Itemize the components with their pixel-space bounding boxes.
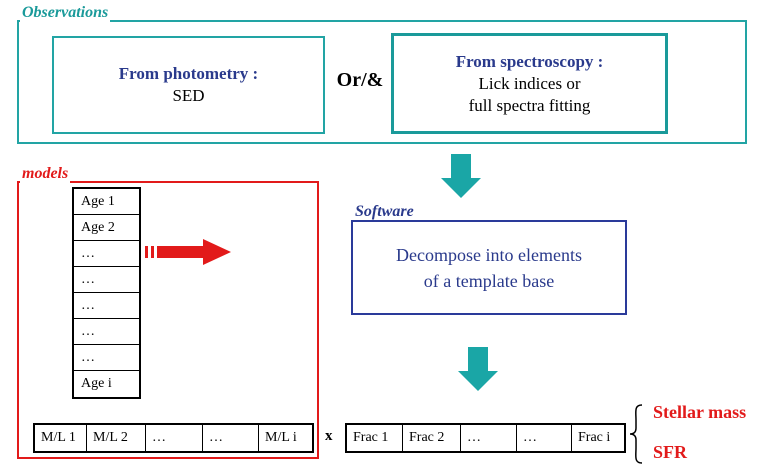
frac-cell: … <box>517 425 572 451</box>
frac-cell: Frac i <box>578 430 611 445</box>
observations-box <box>17 20 747 144</box>
right-arrow-icon <box>145 239 231 265</box>
photometry-title: From photometry : <box>118 64 259 83</box>
output-sfr: SFR <box>653 442 688 462</box>
mass-to-light-row: M/L 1 M/L 2 … … M/L i <box>33 423 314 453</box>
spectroscopy-box: From spectroscopy : Lick indices or full… <box>391 33 668 134</box>
ml-cell: M/L 1 <box>35 425 87 451</box>
models-box <box>17 181 319 459</box>
age-cell: … <box>74 345 139 371</box>
brace-icon <box>629 404 643 464</box>
down-arrow-icon <box>458 347 498 391</box>
ml-cell: … <box>146 425 203 451</box>
ml-cell: M/L i <box>265 430 297 445</box>
age-cell: … <box>74 267 139 293</box>
or-and-connector: Or/& <box>336 69 384 91</box>
down-arrow-icon <box>441 154 481 198</box>
spectroscopy-line2: full spectra fitting <box>468 95 591 115</box>
spectroscopy-line1: Lick indices or <box>478 73 581 93</box>
frac-cell: … <box>461 425 517 451</box>
age-cell: Age 1 <box>74 189 139 215</box>
ml-cell: … <box>203 425 259 451</box>
age-cell: … <box>74 293 139 319</box>
age-cell: … <box>74 241 139 267</box>
software-line2: of a template base <box>423 270 555 291</box>
software-label: Software <box>353 203 416 221</box>
frac-cell: Frac 2 <box>403 425 461 451</box>
age-cell: Age 2 <box>74 215 139 241</box>
photometry-box: From photometry : SED <box>52 36 325 134</box>
multiply-sign: x <box>325 428 333 444</box>
fraction-row: Frac 1 Frac 2 … … Frac i <box>345 423 626 453</box>
frac-cell: Frac 1 <box>347 425 403 451</box>
observations-label: Observations <box>20 4 111 22</box>
age-cell: … <box>74 319 139 345</box>
ml-cell: M/L 2 <box>87 425 146 451</box>
photometry-sed: SED <box>172 86 205 105</box>
software-line1: Decompose into elements <box>396 244 582 265</box>
software-box: Decompose into elements of a template ba… <box>351 220 627 315</box>
age-cell: Age i <box>81 376 112 391</box>
models-label: models <box>20 165 71 183</box>
spectroscopy-title: From spectroscopy : <box>455 51 604 71</box>
age-column: Age 1 Age 2 … … … … … Age i <box>72 187 141 399</box>
output-stellar-mass: Stellar mass <box>653 402 747 422</box>
